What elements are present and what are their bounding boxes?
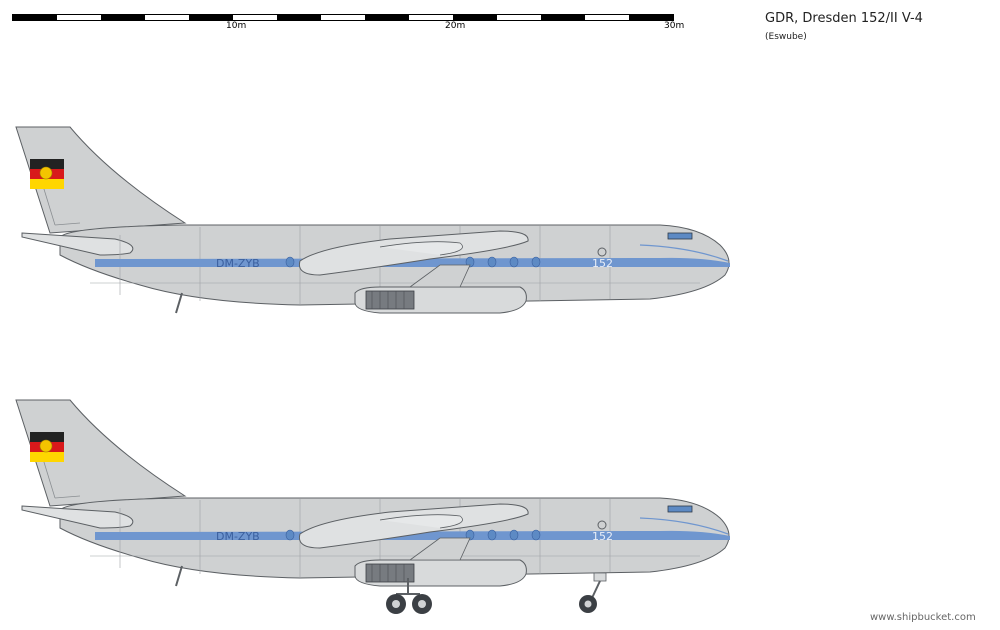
scale-segment bbox=[453, 15, 497, 20]
nose-landing-gear bbox=[579, 572, 607, 613]
tailplane bbox=[21, 505, 134, 529]
scale-segment bbox=[57, 15, 101, 20]
scale-segment bbox=[321, 15, 365, 20]
scale-segment bbox=[497, 15, 541, 20]
cheat-line bbox=[95, 530, 730, 540]
fleet-number-label: 152 bbox=[592, 257, 613, 270]
emblem-icon bbox=[597, 520, 607, 530]
aircraft-side-view-top: DM-ZYB 152 bbox=[15, 126, 730, 314]
scale-label-30m: 30m bbox=[664, 21, 685, 31]
scale-segment bbox=[189, 15, 233, 20]
engine-intake bbox=[365, 290, 415, 310]
main-landing-gear bbox=[386, 578, 432, 614]
cockpit-window bbox=[667, 232, 693, 240]
scale-segment bbox=[101, 15, 145, 20]
scale-segment bbox=[13, 15, 57, 20]
registration-label: DM-ZYB bbox=[216, 257, 260, 270]
cheat-line bbox=[95, 257, 730, 267]
registration-label: DM-ZYB bbox=[216, 530, 260, 543]
gdr-flag-icon bbox=[30, 159, 64, 189]
wing bbox=[298, 230, 529, 276]
tail-fin bbox=[15, 399, 187, 507]
scale-segment bbox=[409, 15, 453, 20]
scale-label-20m: 20m bbox=[445, 21, 466, 31]
scale-label-10m: 10m bbox=[226, 21, 247, 31]
scale-bar bbox=[12, 14, 674, 21]
tail-fin bbox=[15, 126, 187, 234]
scale-segment bbox=[145, 15, 189, 20]
gdr-flag-icon bbox=[30, 432, 64, 462]
scale-segment bbox=[365, 15, 409, 20]
engine-intake bbox=[365, 563, 415, 583]
cockpit-window bbox=[667, 505, 693, 513]
scale-segment bbox=[233, 15, 277, 20]
watermark: www.shipbucket.com bbox=[870, 612, 976, 623]
scale-segment bbox=[629, 15, 673, 20]
aircraft-side-view-bottom: DM-ZYB 152 bbox=[15, 399, 730, 614]
scale-segment bbox=[277, 15, 321, 20]
tailplane bbox=[21, 232, 134, 256]
scale-segment bbox=[541, 15, 585, 20]
scale-segment bbox=[585, 15, 629, 20]
drawing-author: (Eswube) bbox=[765, 32, 807, 42]
fleet-number-label: 152 bbox=[592, 530, 613, 543]
emblem-icon bbox=[597, 247, 607, 257]
wing bbox=[298, 503, 529, 549]
drawing-title: GDR, Dresden 152/II V-4 bbox=[765, 11, 923, 26]
